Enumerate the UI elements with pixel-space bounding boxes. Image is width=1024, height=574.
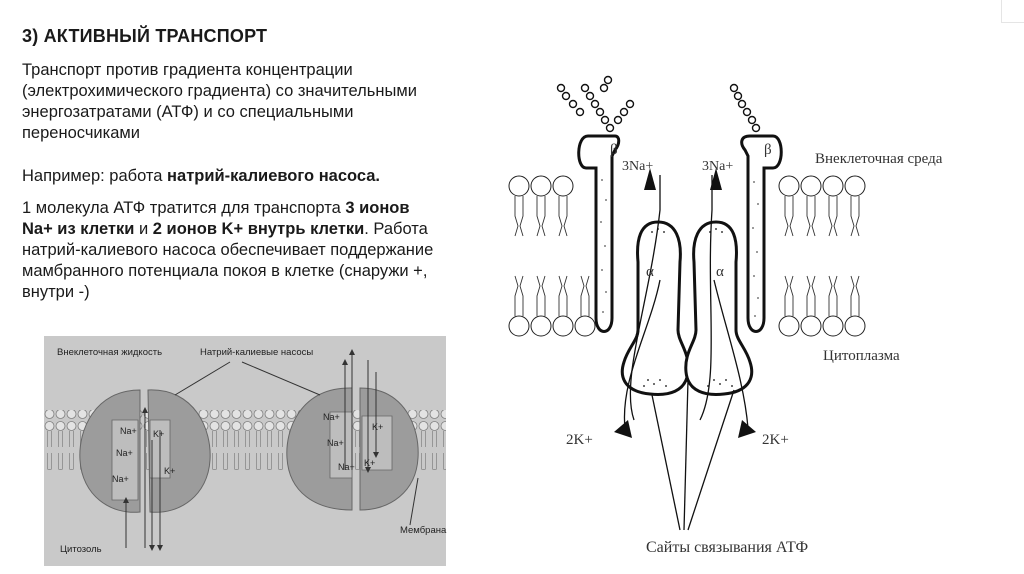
glycan-chains bbox=[556, 75, 761, 133]
pump-right bbox=[286, 387, 419, 511]
alpha-subunit-left bbox=[620, 220, 690, 396]
ion-na-5: Na+ bbox=[327, 438, 344, 448]
label-2k-left: 2K+ bbox=[566, 432, 593, 448]
ion-k-1: K+ bbox=[153, 429, 164, 439]
atp-text-d: 2 ионов K+ внутрь клетки bbox=[152, 220, 365, 238]
label-3na-right: 3Na+ bbox=[702, 159, 733, 174]
example-prefix: Например: работа bbox=[22, 167, 168, 185]
paragraph-atp-usage: 1 молекула АТФ тратится для транспорта 3… bbox=[22, 198, 442, 303]
arrow-2k-left bbox=[614, 420, 632, 438]
ion-k-2: K+ bbox=[164, 466, 175, 476]
beta-label-left: β bbox=[610, 142, 618, 158]
arrow-3na-left bbox=[644, 168, 656, 190]
lipid-bilayer bbox=[508, 175, 866, 337]
beta-subunit-left bbox=[577, 134, 621, 333]
atp-text-b: 3 ионов Na+ из клетки bbox=[22, 199, 410, 238]
ion-na-1: Na+ bbox=[120, 426, 137, 436]
ion-na-3: Na+ bbox=[112, 474, 129, 484]
label-atp-binding-sites: Сайты связывания АТФ bbox=[646, 539, 808, 556]
ion-k-3: K+ bbox=[372, 422, 383, 432]
alpha-label-right: α bbox=[716, 264, 724, 280]
alpha-label-left: α bbox=[646, 264, 654, 280]
ion-na-6: Na+ bbox=[338, 462, 355, 472]
arrow-3na-right bbox=[710, 168, 722, 190]
label-2k-right: 2K+ bbox=[762, 432, 789, 448]
label-3na-left: 3Na+ bbox=[622, 159, 653, 174]
label-na-k-pumps: Натрий-калиевые насосы bbox=[200, 347, 313, 358]
ion-na-4: Na+ bbox=[323, 412, 340, 422]
label-membrane: Мембрана bbox=[400, 525, 447, 536]
ion-na-2: Na+ bbox=[116, 448, 133, 458]
beta-label-right: β bbox=[764, 142, 772, 158]
label-extracellular-fluid: Внеклеточная жидкость bbox=[57, 347, 162, 358]
alpha-subunit-right bbox=[684, 220, 754, 396]
beta-subunit-right bbox=[740, 134, 783, 333]
atp-text-c: и bbox=[134, 220, 153, 238]
paragraph-example: Например: работа натрий-калиевого насоса… bbox=[22, 166, 442, 187]
beta-stipple bbox=[600, 179, 759, 317]
slide-title: 3) АКТИВНЫЙ ТРАНСПОРТ bbox=[22, 26, 268, 46]
label-extracellular-medium: Внеклеточная среда bbox=[815, 151, 943, 167]
slide-corner-decoration bbox=[1001, 0, 1024, 23]
ion-arrows bbox=[123, 349, 419, 551]
label-cytosol: Цитозоль bbox=[60, 544, 102, 555]
arrow-2k-right bbox=[738, 420, 756, 438]
paragraph-definition: Транспорт против градиента концентрации … bbox=[22, 61, 417, 142]
pump-left bbox=[79, 389, 211, 513]
atp-text-e: . Работа натрий-калиевого насоса обеспеч… bbox=[22, 220, 434, 301]
label-cytoplasm: Цитоплазма bbox=[823, 348, 900, 364]
atp-text-a: 1 молекула АТФ тратится для транспорта bbox=[22, 199, 346, 217]
transport-arrows bbox=[623, 175, 749, 531]
example-bold: натрий-калиевого насоса. bbox=[167, 167, 381, 185]
ion-k-4: K+ bbox=[364, 458, 375, 468]
